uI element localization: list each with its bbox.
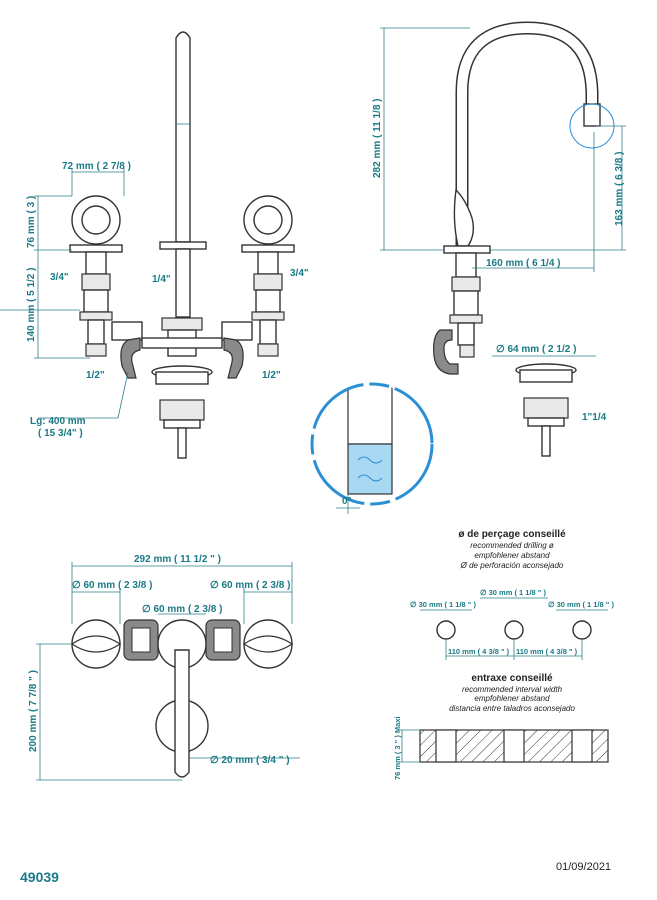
spout-base [159,241,207,250]
interval-sub-de: empfohlener abstand [474,694,550,703]
spout-shank [175,248,191,318]
water-column [347,443,393,495]
hole-right-dia: ∅ 30 mm ( 1 1/8 " ) [548,600,614,609]
waste-dim: ∅ 64 mm ( 2 1/2 ) [496,344,576,355]
top-left-handle [71,619,121,669]
front-height-dim: 76 mm ( 3 ) [26,196,37,248]
front-width-dim: 72 mm ( 2 7/8 ) [62,161,131,172]
detail-view [310,382,434,514]
waste-thread-label: 1"1/4 [582,412,607,423]
hole-left-dia: ∅ 30 mm ( 1 1/8 " ) [410,600,476,609]
thread-left-label: 3/4" [50,272,69,283]
detail-angle: 0° [342,496,352,507]
interval-title: entraxe conseillé [471,673,553,684]
right-hose [223,337,244,379]
top-view [36,562,300,781]
top-left-dia: ∅ 60 mm ( 2 3/8 ) [72,580,152,591]
drilling-holes [420,597,608,660]
side-hose [433,329,459,375]
side-view [380,21,626,375]
interval-sub-en: recommended interval width [462,685,563,694]
front-view [0,31,295,459]
outlet-left-label: 1/2" [86,370,105,381]
left-hose [120,337,141,379]
spacing-right-dim: 110 mm ( 4 3/8 " ) [516,647,578,656]
spout [175,31,191,243]
top-spout [174,649,190,778]
top-waste-dia: ∅ 20 mm ( 3/4 " ) [210,755,290,766]
interval-section [398,729,609,763]
spacing-left-dim: 110 mm ( 4 3/8 " ) [448,647,510,656]
top-center-dia: ∅ 60 mm ( 2 3/8 ) [142,604,222,615]
top-right-handle [243,619,293,669]
drilling-title: ø de perçage conseillé [458,529,566,540]
side-height-dim: 282 mm ( 11 1/8 ) [372,99,383,179]
waste-rod [177,427,187,459]
drilling-sub-es: Ø de perforación aconsejado [460,561,564,570]
thread-right-label: 3/4" [290,268,309,279]
thread-center-label: 1/4" [152,274,171,285]
hole-center-dia: ∅ 30 mm ( 1 1/8 " ) [480,588,546,597]
top-right-dia: ∅ 60 mm ( 2 3/8 ) [210,580,290,591]
product-code: 49039 [20,869,59,885]
drilling-sub-en: recommended drilling ø [470,541,554,550]
hose-length-label: Lg: 400 mm [30,416,86,427]
top-depth-dim: 200 mm ( 7 7/8 " ) [28,670,39,752]
interval-sub-es: distancia entre taladros aconsejado [449,704,575,713]
side-reach-dim: 160 mm ( 6 1/4 ) [486,258,560,269]
hose-length-inch-label: ( 15 3/4" ) [38,428,83,439]
outlet-right-label: 1/2" [262,370,281,381]
drawing-date: 01/09/2021 [556,861,611,873]
top-overall-dim: 292 mm ( 11 1/2 " ) [134,554,221,565]
front-body-dim: 140 mm ( 5 1/2 ) [26,268,37,342]
drilling-sub-de: empfohlener abstand [474,551,550,560]
side-waste [492,355,596,457]
interval-thickness-dim: 76 mm ( 3 " ) Maxi [393,716,402,780]
side-spout-height-dim: 163 mm ( 6 3/8 ) [614,152,625,226]
